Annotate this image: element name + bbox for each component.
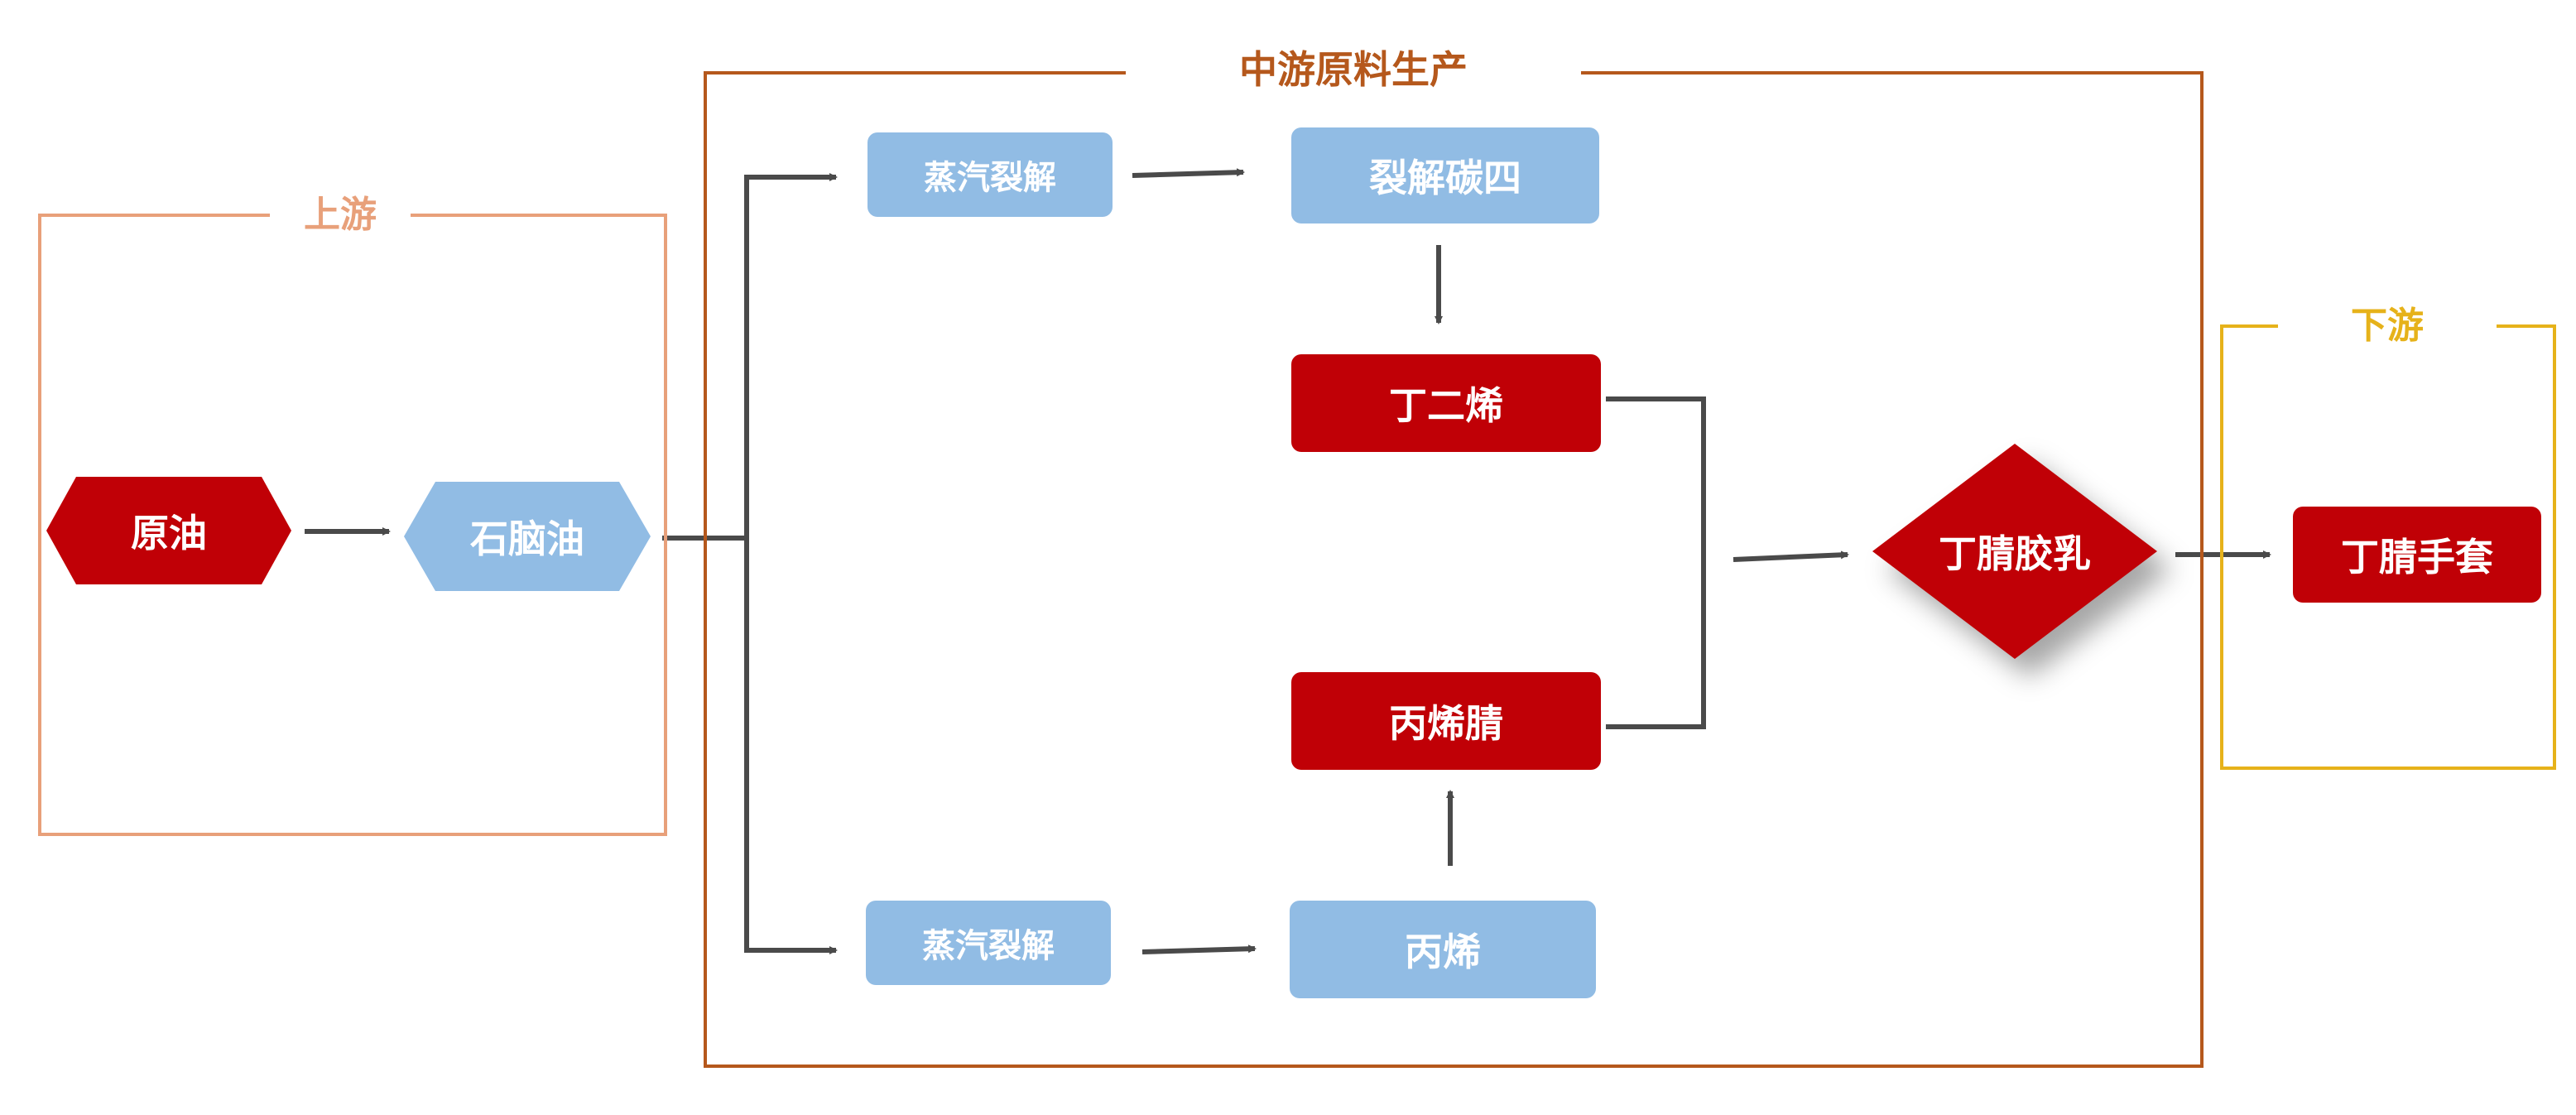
section-downstream: 下游 xyxy=(2220,300,2556,770)
hexagon-shape xyxy=(46,477,291,584)
node-label: 原油 xyxy=(131,511,207,555)
connector-butadiene-acrylonitrile-merge xyxy=(1606,396,1706,729)
arrow-cracking-to-c4 xyxy=(1132,168,1245,178)
section-upstream: 上游 xyxy=(38,189,667,836)
section-title-downstream: 下游 xyxy=(2278,300,2497,353)
node-steam-cracking-bottom: 蒸汽裂解 xyxy=(866,901,1111,985)
node-label: 丁腈手套 xyxy=(2341,535,2493,579)
node-naphtha: 石脑油 xyxy=(404,482,651,591)
node-label: 蒸汽裂解 xyxy=(922,927,1055,965)
node-label: 丁腈胶乳 xyxy=(1939,531,2091,576)
arrow-to-nitrile-latex xyxy=(1733,550,1849,562)
node-crude-oil: 原油 xyxy=(46,477,291,584)
hexagon-shape xyxy=(404,482,651,591)
node-label: 丙烯 xyxy=(1405,930,1481,974)
node-cracked-c4: 裂解碳四 xyxy=(1291,127,1599,223)
node-propylene: 丙烯 xyxy=(1290,901,1596,998)
node-label: 石脑油 xyxy=(470,517,584,561)
section-title-midstream: 中游原料生产 xyxy=(1126,38,1581,101)
node-label: 蒸汽裂解 xyxy=(924,159,1056,197)
section-title-upstream: 上游 xyxy=(270,189,411,242)
node-label: 丁二烯 xyxy=(1389,383,1503,428)
node-butadiene: 丁二烯 xyxy=(1291,354,1601,452)
node-nitrile-latex: 丁腈胶乳 xyxy=(1872,444,2157,659)
node-label: 裂解碳四 xyxy=(1369,156,1521,200)
node-acrylonitrile: 丙烯腈 xyxy=(1291,672,1601,770)
node-steam-cracking-top: 蒸汽裂解 xyxy=(867,132,1113,217)
section-midstream: 中游原料生产 xyxy=(704,38,2204,1068)
arrow-to-steam-cracking-bottom xyxy=(744,538,838,954)
node-label: 丙烯腈 xyxy=(1389,701,1503,746)
arrow-to-steam-cracking-top xyxy=(744,173,838,538)
diamond-shape xyxy=(1872,444,2157,659)
arrow-cracking-to-propylene xyxy=(1141,944,1257,954)
node-nitrile-gloves: 丁腈手套 xyxy=(2293,507,2541,603)
